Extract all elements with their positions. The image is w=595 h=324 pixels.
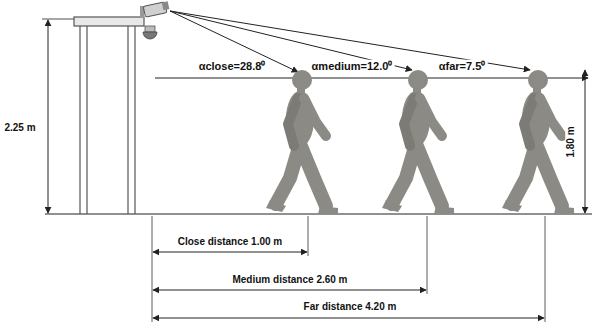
angle-label: αfar=7.5⁰ — [437, 60, 488, 73]
angle-label: αclose=28.8⁰ — [197, 60, 268, 73]
dimension-arrows — [153, 252, 544, 318]
height-arrow — [585, 70, 586, 213]
pedestrian-far — [502, 70, 574, 214]
dimension-label: Close distance 1.00 m — [176, 236, 285, 248]
pedestrian-close — [266, 70, 338, 214]
height-label: 2.25 m — [2, 122, 37, 134]
view-lines — [155, 11, 588, 78]
height-arrow — [48, 20, 49, 213]
camera-gantry — [74, 17, 144, 214]
dimension-extension-lines — [152, 216, 545, 322]
pedestrian-medium — [382, 70, 454, 214]
dimension-label: Medium distance 2.60 m — [230, 274, 349, 286]
height-label: 1.80 m — [565, 124, 577, 159]
camera — [140, 1, 169, 39]
extension-line — [42, 19, 75, 20]
angle-label: αmedium=12.0⁰ — [310, 60, 395, 73]
dimension-label: Far distance 4.20 m — [302, 301, 399, 313]
